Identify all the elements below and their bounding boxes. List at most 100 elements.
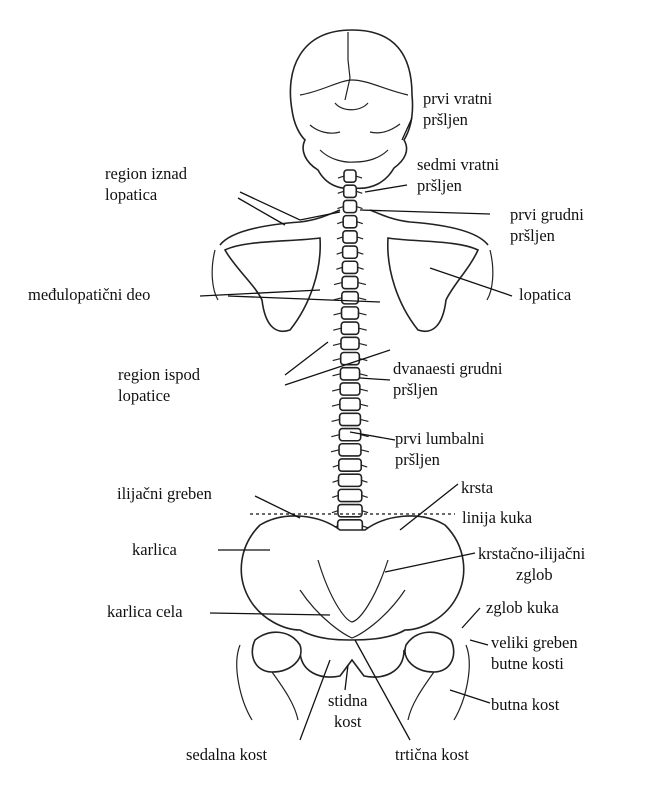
label-line: ilijačni greben — [117, 484, 212, 503]
vertebral-process — [337, 190, 363, 194]
label-line: pršljen — [423, 110, 468, 129]
label-veliki-greben: veliki greben butne kosti — [491, 632, 578, 674]
label-line: veliki greben — [491, 633, 578, 652]
label-medulopaticni: međulopatični deo — [28, 284, 150, 305]
vertebra — [338, 412, 362, 427]
label-region-iznad: region iznad lopatica — [105, 163, 187, 205]
label-line: trtična kost — [395, 745, 469, 764]
label-line: prvi vratni — [423, 89, 493, 108]
label-line: stidna — [328, 691, 368, 710]
vertebra — [337, 458, 363, 472]
vertebra — [342, 199, 358, 214]
label-line: pršljen — [395, 450, 440, 469]
label-line: pršljen — [417, 176, 462, 195]
label-line: lopatica — [519, 285, 572, 304]
label-sedmi-vratni: sedmi vratni pršljen — [417, 154, 499, 196]
label-butna-kost: butna kost — [491, 694, 559, 715]
label-linija-kuka: linija kuka — [462, 507, 532, 528]
label-line: međulopatični deo — [28, 285, 151, 304]
label-prvi-lumbalni: prvi lumbalni pršljen — [395, 428, 484, 470]
vertebral-process — [337, 205, 363, 210]
vertebra — [341, 245, 359, 260]
label-line: region iznad — [105, 164, 188, 183]
vertebra — [339, 397, 361, 412]
vertebra — [342, 214, 358, 229]
label-line: butne kosti — [491, 654, 564, 673]
label-line: lopatica — [105, 185, 158, 204]
vertebral-process — [331, 418, 369, 423]
label-ilijacni-greben: ilijačni greben — [117, 483, 212, 504]
vertebral-process — [331, 434, 369, 438]
vertebral-process — [336, 236, 364, 240]
vertebral-process — [332, 358, 368, 362]
vertebra — [338, 442, 362, 457]
label-line: karlica cela — [107, 602, 183, 621]
label-line: krstačno-ilijačni — [478, 544, 586, 563]
vertebral-process — [331, 510, 369, 514]
label-prvi-vratni: prvi vratni pršljen — [423, 88, 492, 130]
vertebra — [338, 427, 362, 442]
label-region-ispod: region ispod lopatice — [118, 364, 200, 406]
vertebral-process — [332, 464, 368, 468]
label-line: zglob — [516, 565, 553, 584]
label-zglob-kuka: zglob kuka — [486, 597, 559, 618]
vertebral-process — [336, 266, 364, 270]
vertebra — [340, 306, 360, 320]
vertebral-process — [332, 342, 368, 346]
vertebral-process — [333, 312, 367, 316]
pelvis — [240, 515, 465, 678]
vertebral-process — [331, 403, 369, 407]
label-krsta: krsta — [461, 477, 493, 498]
label-stidna-kost: stidna kost — [328, 690, 367, 732]
vertebra — [337, 473, 363, 488]
label-line: sedmi vratni — [417, 155, 500, 174]
vertebra — [343, 169, 357, 184]
label-line: prvi grudni — [510, 205, 584, 224]
vertebral-process — [332, 479, 368, 483]
vertebra — [340, 321, 360, 336]
label-line: kost — [333, 712, 362, 731]
vertebra — [339, 382, 361, 396]
label-lopatica: lopatica — [519, 284, 571, 305]
label-karlica-cela: karlica cela — [107, 601, 183, 622]
label-line: prvi lumbalni — [395, 429, 485, 448]
vertebral-process — [332, 494, 368, 499]
vertebral-process — [337, 175, 363, 179]
vertebra — [341, 275, 359, 290]
skull — [289, 29, 414, 190]
label-line: butna kost — [491, 695, 560, 714]
label-dvanaesti-grudni: dvanaesti grudni pršljen — [393, 358, 503, 400]
vertebra — [339, 366, 361, 381]
vertebral-process — [330, 449, 370, 453]
label-line: pršljen — [510, 226, 555, 245]
vertebra — [342, 230, 358, 244]
vertebral-process — [336, 221, 364, 225]
vertebra — [337, 488, 363, 503]
label-trticna-kost: trtična kost — [395, 744, 469, 765]
vertebral-process — [332, 388, 368, 392]
label-line: linija kuka — [462, 508, 533, 527]
vertebral-process — [333, 297, 367, 301]
vertebra — [337, 503, 363, 518]
label-line: region ispod — [118, 365, 201, 384]
label-line: dvanaesti grudni — [393, 359, 503, 378]
femurs — [236, 644, 470, 721]
label-sedalna-kost: sedalna kost — [186, 744, 267, 765]
vertebral-process — [333, 327, 367, 331]
label-prvi-grudni: prvi grudni pršljen — [510, 204, 584, 246]
label-line: zglob kuka — [486, 598, 559, 617]
vertebra — [342, 184, 358, 199]
vertebral-process — [336, 251, 364, 255]
vertebral-process — [333, 281, 367, 286]
vertebral-process — [332, 373, 368, 377]
label-line: karlica — [132, 540, 177, 559]
label-line: sedalna kost — [186, 745, 268, 764]
label-line: lopatice — [118, 386, 171, 405]
label-karlica: karlica — [132, 539, 177, 560]
shoulder-girdle — [211, 209, 494, 332]
leader-lines — [199, 117, 513, 741]
vertebra — [340, 336, 360, 351]
label-line: pršljen — [393, 380, 438, 399]
